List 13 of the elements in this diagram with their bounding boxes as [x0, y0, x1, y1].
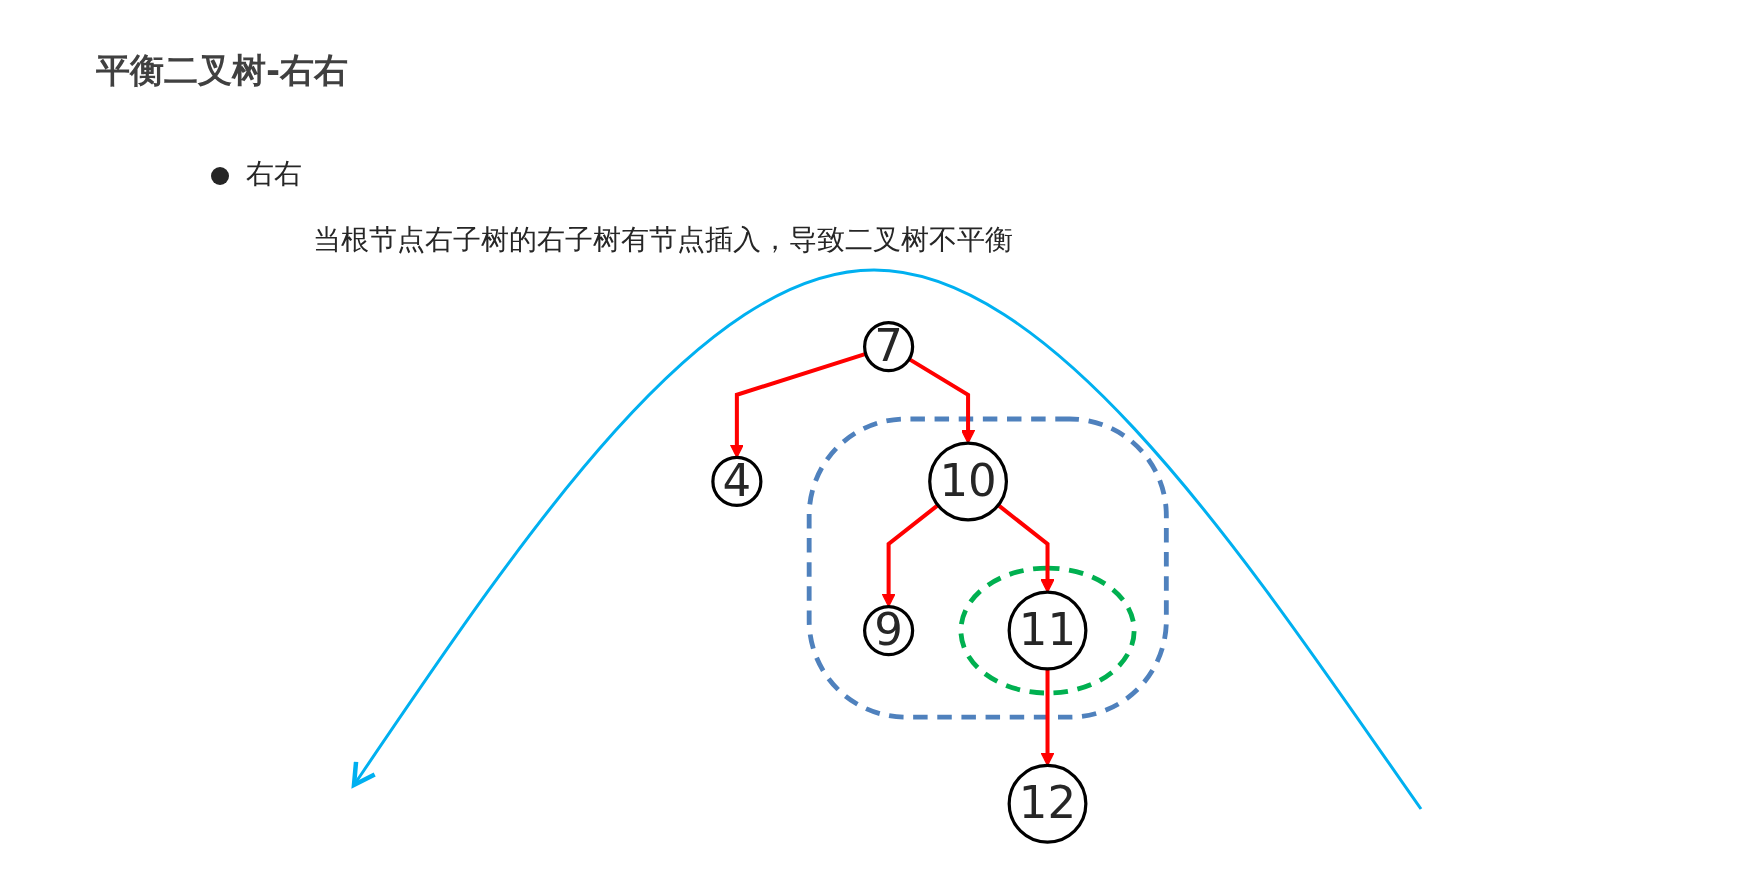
node-circle: 7 [863, 321, 915, 373]
node-circle: 10 [928, 441, 1009, 522]
arrow [997, 503, 1055, 593]
node-circle: 4 [711, 455, 763, 508]
node-circle: 12 [1007, 763, 1088, 844]
cluster [807, 416, 1170, 720]
arrow [908, 357, 976, 444]
title: 平衡二叉树-右右 [96, 49, 349, 92]
node-circle: 11 [1007, 590, 1088, 671]
bullet-item: 右右 [246, 156, 302, 192]
node-circle: 9 [863, 604, 915, 657]
cluster [958, 565, 1137, 696]
description-text: 当根节点右子树的右子树有节点插入，导致二叉树不平衡 [313, 222, 1013, 258]
